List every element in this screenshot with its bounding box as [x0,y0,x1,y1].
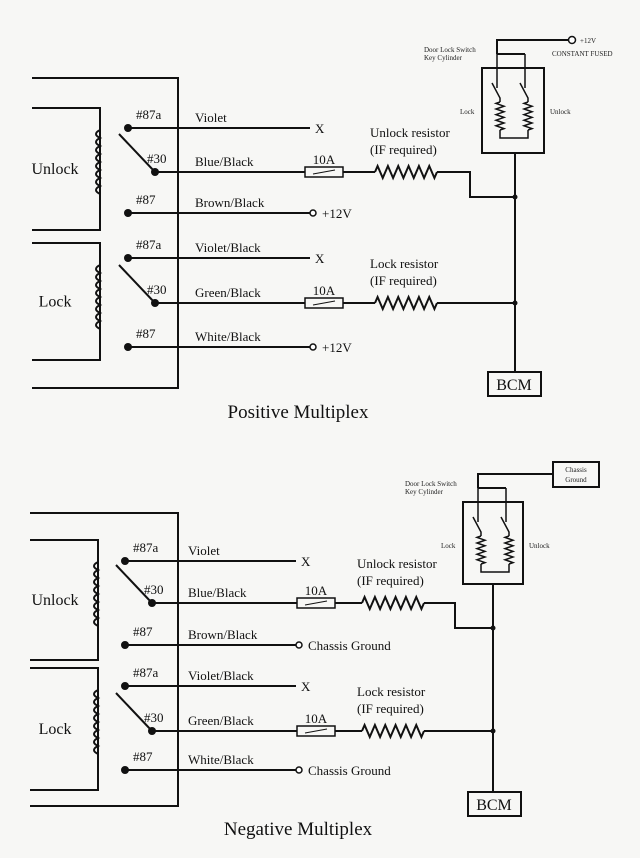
resistor-note: (IF required) [370,142,437,157]
resistor-label: Unlock resistor [370,125,450,140]
wire-color-label: Green/Black [195,285,261,300]
wire-color-label: Blue/Black [188,585,247,600]
wire-color-label: White/Black [188,752,254,767]
wire-color-label: Violet/Black [188,668,254,683]
switch-subtitle: Key Cylinder [424,54,463,62]
bcm-box [487,371,542,397]
switch-contact-icon [500,488,510,536]
fuse-rating: 10A [305,711,328,726]
resistor-note: (IF required) [357,573,424,588]
pin-label: #87a [136,107,162,122]
fuse-rating: 10A [305,583,328,598]
switch-unlock-label: Unlock [550,108,571,116]
resistor-icon [502,535,516,565]
pin-label: #87 [136,326,156,341]
unlock-relay-label: Unlock [31,161,78,178]
terminal-icon [295,766,303,774]
supply-label: +12V [580,37,596,45]
relay-switch-arm [115,564,153,604]
terminal-label: Chassis Ground [308,763,391,778]
resistor-icon [361,594,425,612]
switch-subtitle: Key Cylinder [405,488,444,496]
pin-label: #87a [133,665,159,680]
lock-relay-coil-icon [95,264,103,330]
section-title: Positive Multiplex [228,402,369,423]
chassis-ground-label: Chassis [565,466,587,474]
lock-relay-coil-frame [32,242,101,361]
resistor-icon [374,163,438,181]
wire-color-label: Brown/Black [188,627,258,642]
resistor-icon [521,101,535,131]
no-connection-x: X [301,554,311,569]
pin-label: #87 [133,749,153,764]
unlock-relay-coil-icon [93,561,101,627]
wire-color-label: Violet [188,543,220,558]
resistor-label: Lock resistor [357,684,426,699]
wire-color-label: White/Black [195,329,261,344]
pin-label: #87a [133,540,159,555]
pin-label: #30 [144,710,164,725]
resistor-note: (IF required) [357,701,424,716]
terminal-icon [309,343,317,351]
wire-color-label: Violet/Black [195,240,261,255]
relay-enclosure [30,512,179,807]
resistor-icon [361,722,425,740]
no-connection-x: X [315,251,325,266]
switch-lock-label: Lock [460,108,475,116]
terminal-label: +12V [322,206,352,221]
supply-note: CONSTANT FUSED [552,50,613,58]
pin-label: #87 [136,192,156,207]
resistor-icon [374,294,438,312]
lock-relay-coil-icon [93,689,101,755]
relay-switch-arm [118,133,156,173]
no-connection-x: X [315,121,325,136]
supply-terminal-icon [567,35,577,45]
terminal-icon [309,209,317,217]
unlock-relay-coil-icon [95,129,103,195]
no-connection-x: X [301,679,311,694]
terminal-icon [295,641,303,649]
pin-label: #30 [147,151,167,166]
wire-color-label: Blue/Black [195,154,254,169]
resistor-note: (IF required) [370,273,437,288]
switch-lock-label: Lock [441,542,456,550]
switch-contact-icon [491,54,501,102]
resistor-icon [474,535,488,565]
relay-switch-arm [115,692,153,732]
pin-label: #87a [136,237,162,252]
relay-enclosure [32,77,179,389]
pin-label: #30 [144,582,164,597]
bcm-label: BCM [476,797,512,814]
wire-color-label: Violet [195,110,227,125]
resistor-icon [493,101,507,131]
lock-relay-label: Lock [39,294,72,311]
switch-contact-icon [472,488,482,536]
switch-unlock-label: Unlock [529,542,550,550]
unlock-relay-label: Unlock [31,592,78,609]
switch-contact-icon [519,54,529,102]
chassis-ground-box [552,461,600,488]
fuse-rating: 10A [313,152,336,167]
fuse-rating: 10A [313,283,336,298]
wire-color-label: Green/Black [188,713,254,728]
chassis-ground-label: Ground [565,476,587,484]
door-lock-switch-box [481,67,545,154]
lock-relay-label: Lock [39,721,72,738]
bcm-label: BCM [496,377,532,394]
section-title: Negative Multiplex [224,819,373,840]
wire-color-label: Brown/Black [195,195,265,210]
switch-title: Door Lock Switch [405,480,457,488]
relay-switch-arm [118,264,156,304]
pin-label: #87 [133,624,153,639]
resistor-label: Unlock resistor [357,556,437,571]
unlock-relay-coil-frame [30,539,99,661]
pin-label: #30 [147,282,167,297]
resistor-label: Lock resistor [370,256,439,271]
terminal-label: Chassis Ground [308,638,391,653]
bcm-box [467,791,522,817]
terminal-label: +12V [322,340,352,355]
switch-title: Door Lock Switch [424,46,476,54]
